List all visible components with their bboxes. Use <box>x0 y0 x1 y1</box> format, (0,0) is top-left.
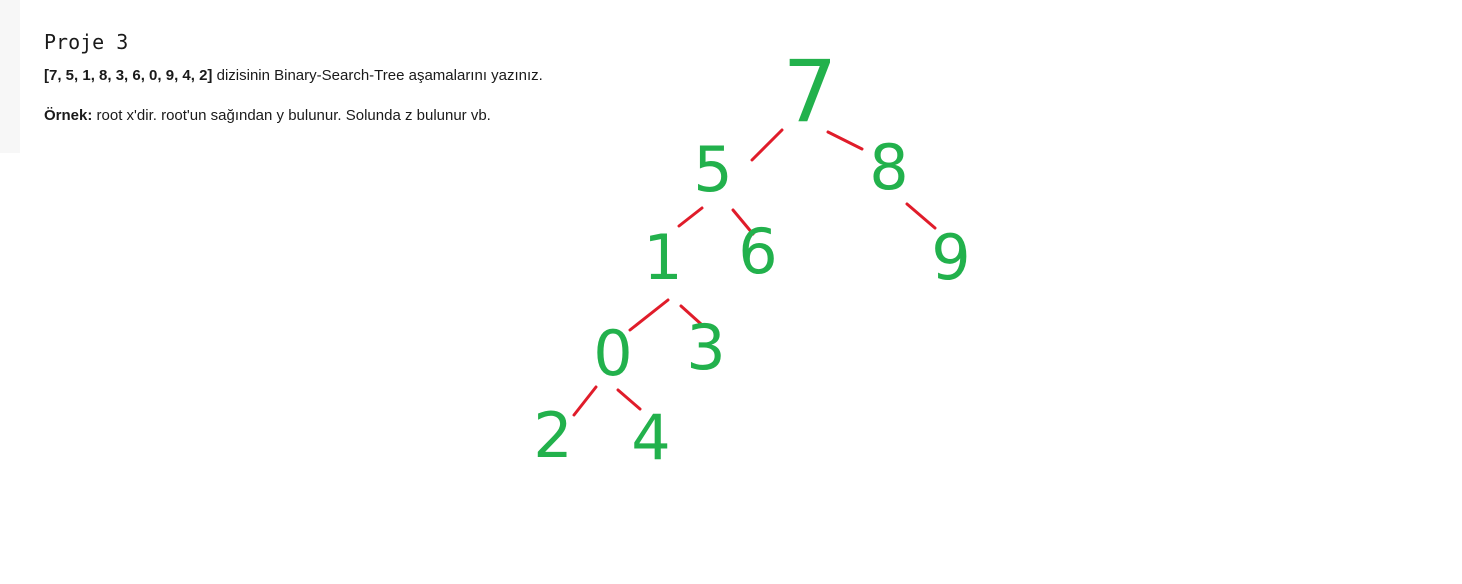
content-panel: Proje 3 [7, 5, 1, 8, 3, 6, 0, 9, 4, 2] d… <box>44 28 664 126</box>
array-literal: [7, 5, 1, 8, 3, 6, 0, 9, 4, 2] <box>44 67 213 84</box>
edge-n7-n8 <box>826 130 864 151</box>
edge-n0-n2 <box>572 385 598 417</box>
edge-n7-n5 <box>750 128 784 162</box>
example-text: root x'dir. root'un sağından y bulunur. … <box>92 107 491 124</box>
task-description: [7, 5, 1, 8, 3, 6, 0, 9, 4, 2] dizisinin… <box>44 66 664 86</box>
edge-n5-n1 <box>677 206 704 228</box>
node-8: 8 <box>869 131 908 204</box>
node-9: 9 <box>931 221 970 294</box>
example-label: Örnek: <box>44 107 93 124</box>
node-5: 5 <box>693 133 732 206</box>
edge-n1-n0 <box>628 298 670 332</box>
page-title: Proje 3 <box>44 30 129 54</box>
sidebar-strip <box>0 0 20 153</box>
task-text: dizisinin Binary-Search-Tree aşamalarını… <box>212 67 543 84</box>
node-3: 3 <box>686 311 725 384</box>
edge-n8-n9 <box>905 202 937 230</box>
node-7: 7 <box>783 42 838 142</box>
node-2: 2 <box>533 399 572 472</box>
node-6: 6 <box>738 215 777 288</box>
tree-edges <box>572 128 937 417</box>
edge-n0-n4 <box>616 388 642 411</box>
node-1: 1 <box>643 221 682 294</box>
example-description: Örnek: root x'dir. root'un sağından y bu… <box>44 106 664 126</box>
edge-n1-n3 <box>679 304 703 326</box>
node-4: 4 <box>631 401 670 474</box>
node-0: 0 <box>593 317 632 390</box>
edge-n5-n6 <box>731 208 755 236</box>
